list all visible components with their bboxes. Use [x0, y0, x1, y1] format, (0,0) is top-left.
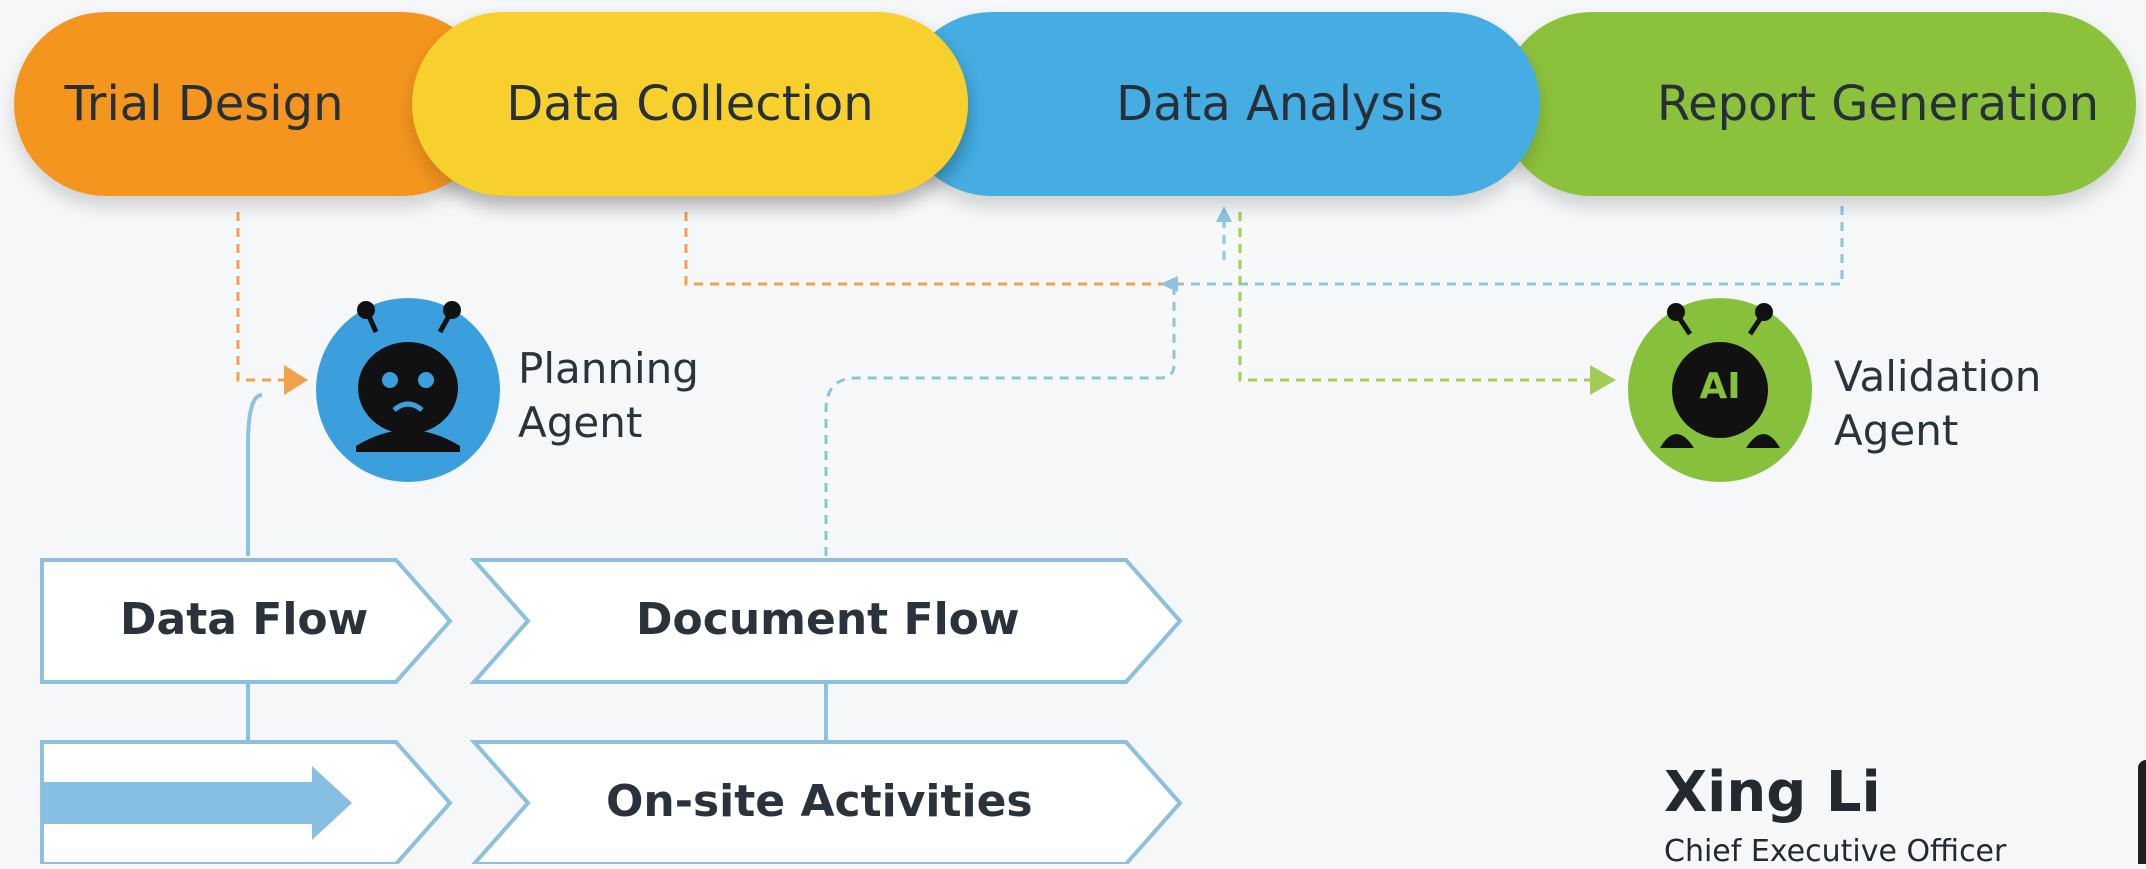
stage-data-collection-front: Data Collection: [412, 12, 968, 196]
chevron-data-flow: [40, 558, 453, 684]
connector-dataflow-to-planning: [246, 393, 263, 556]
stage-trial-design-label: Trial Design: [64, 76, 344, 132]
validation-agent-icon: [1628, 298, 1812, 482]
stage-report-generation-label: Report Generation: [1656, 76, 2100, 132]
document-flow-label: Document Flow: [636, 594, 1020, 645]
edge-shape: [2138, 760, 2146, 864]
arrowhead-analysis: [1216, 206, 1232, 222]
stage-data-analysis: Data Analysis: [900, 12, 1540, 196]
stage-report-generation: Report Generation: [1500, 12, 2136, 196]
connector-trial-to-planning: [236, 212, 288, 382]
validation-agent-badge: AI: [1699, 366, 1741, 407]
onsite-activities-label: On-site Activities: [606, 776, 1033, 827]
onsite-arrow-icon: [42, 766, 352, 840]
connector-report-to-analysis: [1180, 206, 1844, 286]
validation-agent-label-line2: Agent: [1834, 406, 1959, 455]
validation-agent-label: Validation Agent: [1834, 350, 2041, 458]
chevron-onsite-activities: [469, 740, 1183, 864]
connector-document-to-analysis: [824, 286, 1176, 556]
connector-collection-to-analysis: [684, 212, 1180, 286]
arrowhead-planning: [284, 365, 308, 395]
planning-agent-label: Planning Agent: [518, 342, 699, 450]
person-role: Chief Executive Officer: [1664, 834, 2007, 869]
arrowhead-validation: [1590, 365, 1616, 395]
planning-agent-icon: [316, 298, 500, 482]
planning-agent-label-line1: Planning: [518, 344, 699, 393]
person-name: Xing Li: [1664, 760, 1881, 825]
planning-agent-label-line2: Agent: [518, 398, 643, 447]
data-flow-label: Data Flow: [120, 594, 369, 645]
validation-agent-label-line1: Validation: [1834, 352, 2042, 401]
stage-data-analysis-label: Data Analysis: [1116, 76, 1444, 132]
chevron-document-flow: [469, 558, 1183, 684]
connector-analysis-to-validation: [1238, 212, 1594, 382]
stage-data-collection-front-label: Data Collection: [506, 76, 874, 132]
